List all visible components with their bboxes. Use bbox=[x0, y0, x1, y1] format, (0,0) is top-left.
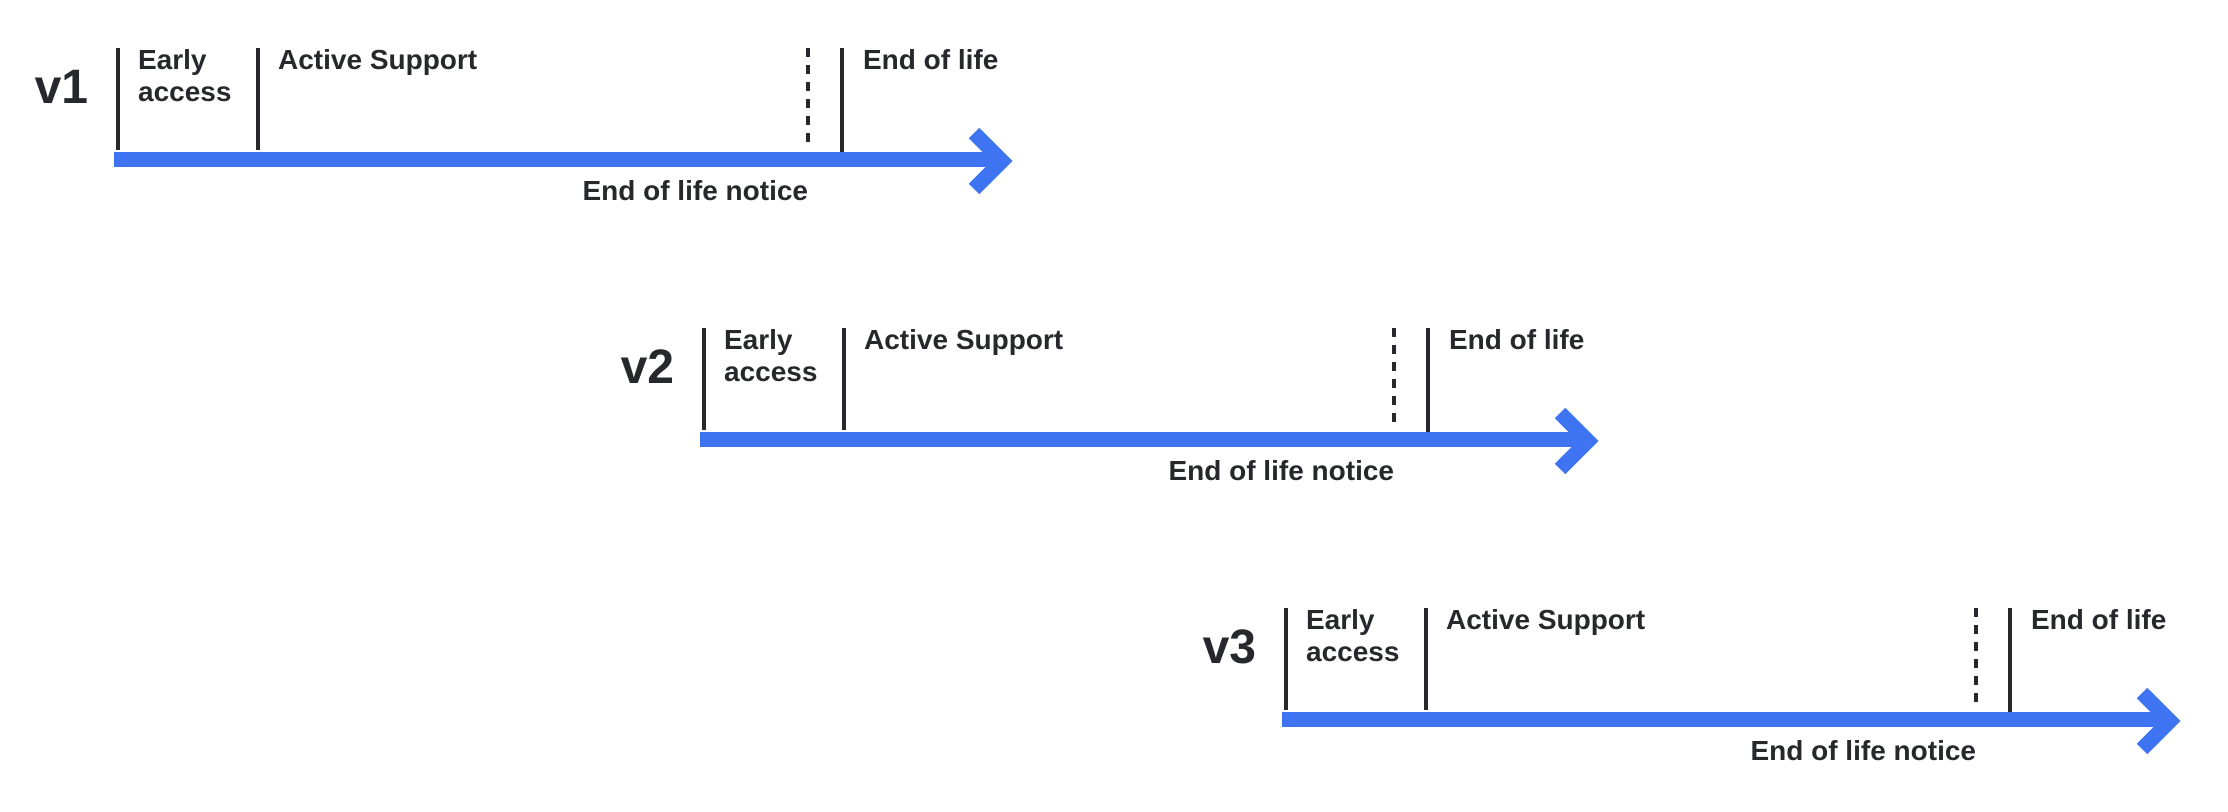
end-of-life-notice-label: End of life notice bbox=[1750, 735, 1976, 766]
arrow-head-icon bbox=[968, 127, 1013, 195]
early-access-start-tick bbox=[702, 328, 706, 430]
end-of-life-label: End of life bbox=[863, 44, 999, 75]
end-of-life-notice-label: End of life notice bbox=[1168, 455, 1394, 486]
timeline-bar bbox=[700, 432, 1586, 447]
active-support-start-tick bbox=[256, 48, 260, 150]
early-access-label: Early access bbox=[1306, 604, 1400, 667]
version-label: v1 bbox=[34, 61, 88, 114]
end-of-life-tick bbox=[840, 48, 844, 153]
eol-notice-dashed-line bbox=[1392, 328, 1396, 428]
version-label: v2 bbox=[620, 341, 674, 394]
active-support-start-tick bbox=[1424, 608, 1428, 710]
end-of-life-label: End of life bbox=[2031, 604, 2167, 635]
early-access-label: Early access bbox=[724, 324, 818, 387]
arrow-head-icon bbox=[2136, 687, 2181, 755]
version-label: v3 bbox=[1202, 621, 1256, 674]
end-of-life-tick bbox=[1426, 328, 1430, 433]
active-support-label: Active Support bbox=[278, 44, 478, 75]
early-access-label: Early access bbox=[138, 44, 232, 107]
timeline-row-v1: v1 Early access Active Support End of li… bbox=[35, 44, 1018, 213]
timeline-row-v2: v2 Early access Active Support End of li… bbox=[621, 324, 1604, 493]
active-support-label: Active Support bbox=[1446, 604, 1646, 635]
eol-notice-dashed-line bbox=[1974, 608, 1978, 708]
timeline-bar bbox=[114, 152, 1000, 167]
active-support-start-tick bbox=[842, 328, 846, 430]
eol-notice-dashed-line bbox=[806, 48, 810, 148]
arrow-head-icon bbox=[1554, 407, 1599, 475]
early-access-start-tick bbox=[116, 48, 120, 150]
timeline-row-v3: v3 Early access Active Support End of li… bbox=[1203, 604, 2186, 773]
end-of-life-tick bbox=[2008, 608, 2012, 713]
timeline-bar bbox=[1282, 712, 2168, 727]
end-of-life-notice-label: End of life notice bbox=[582, 175, 808, 206]
early-access-start-tick bbox=[1284, 608, 1288, 710]
end-of-life-label: End of life bbox=[1449, 324, 1585, 355]
active-support-label: Active Support bbox=[864, 324, 1064, 355]
